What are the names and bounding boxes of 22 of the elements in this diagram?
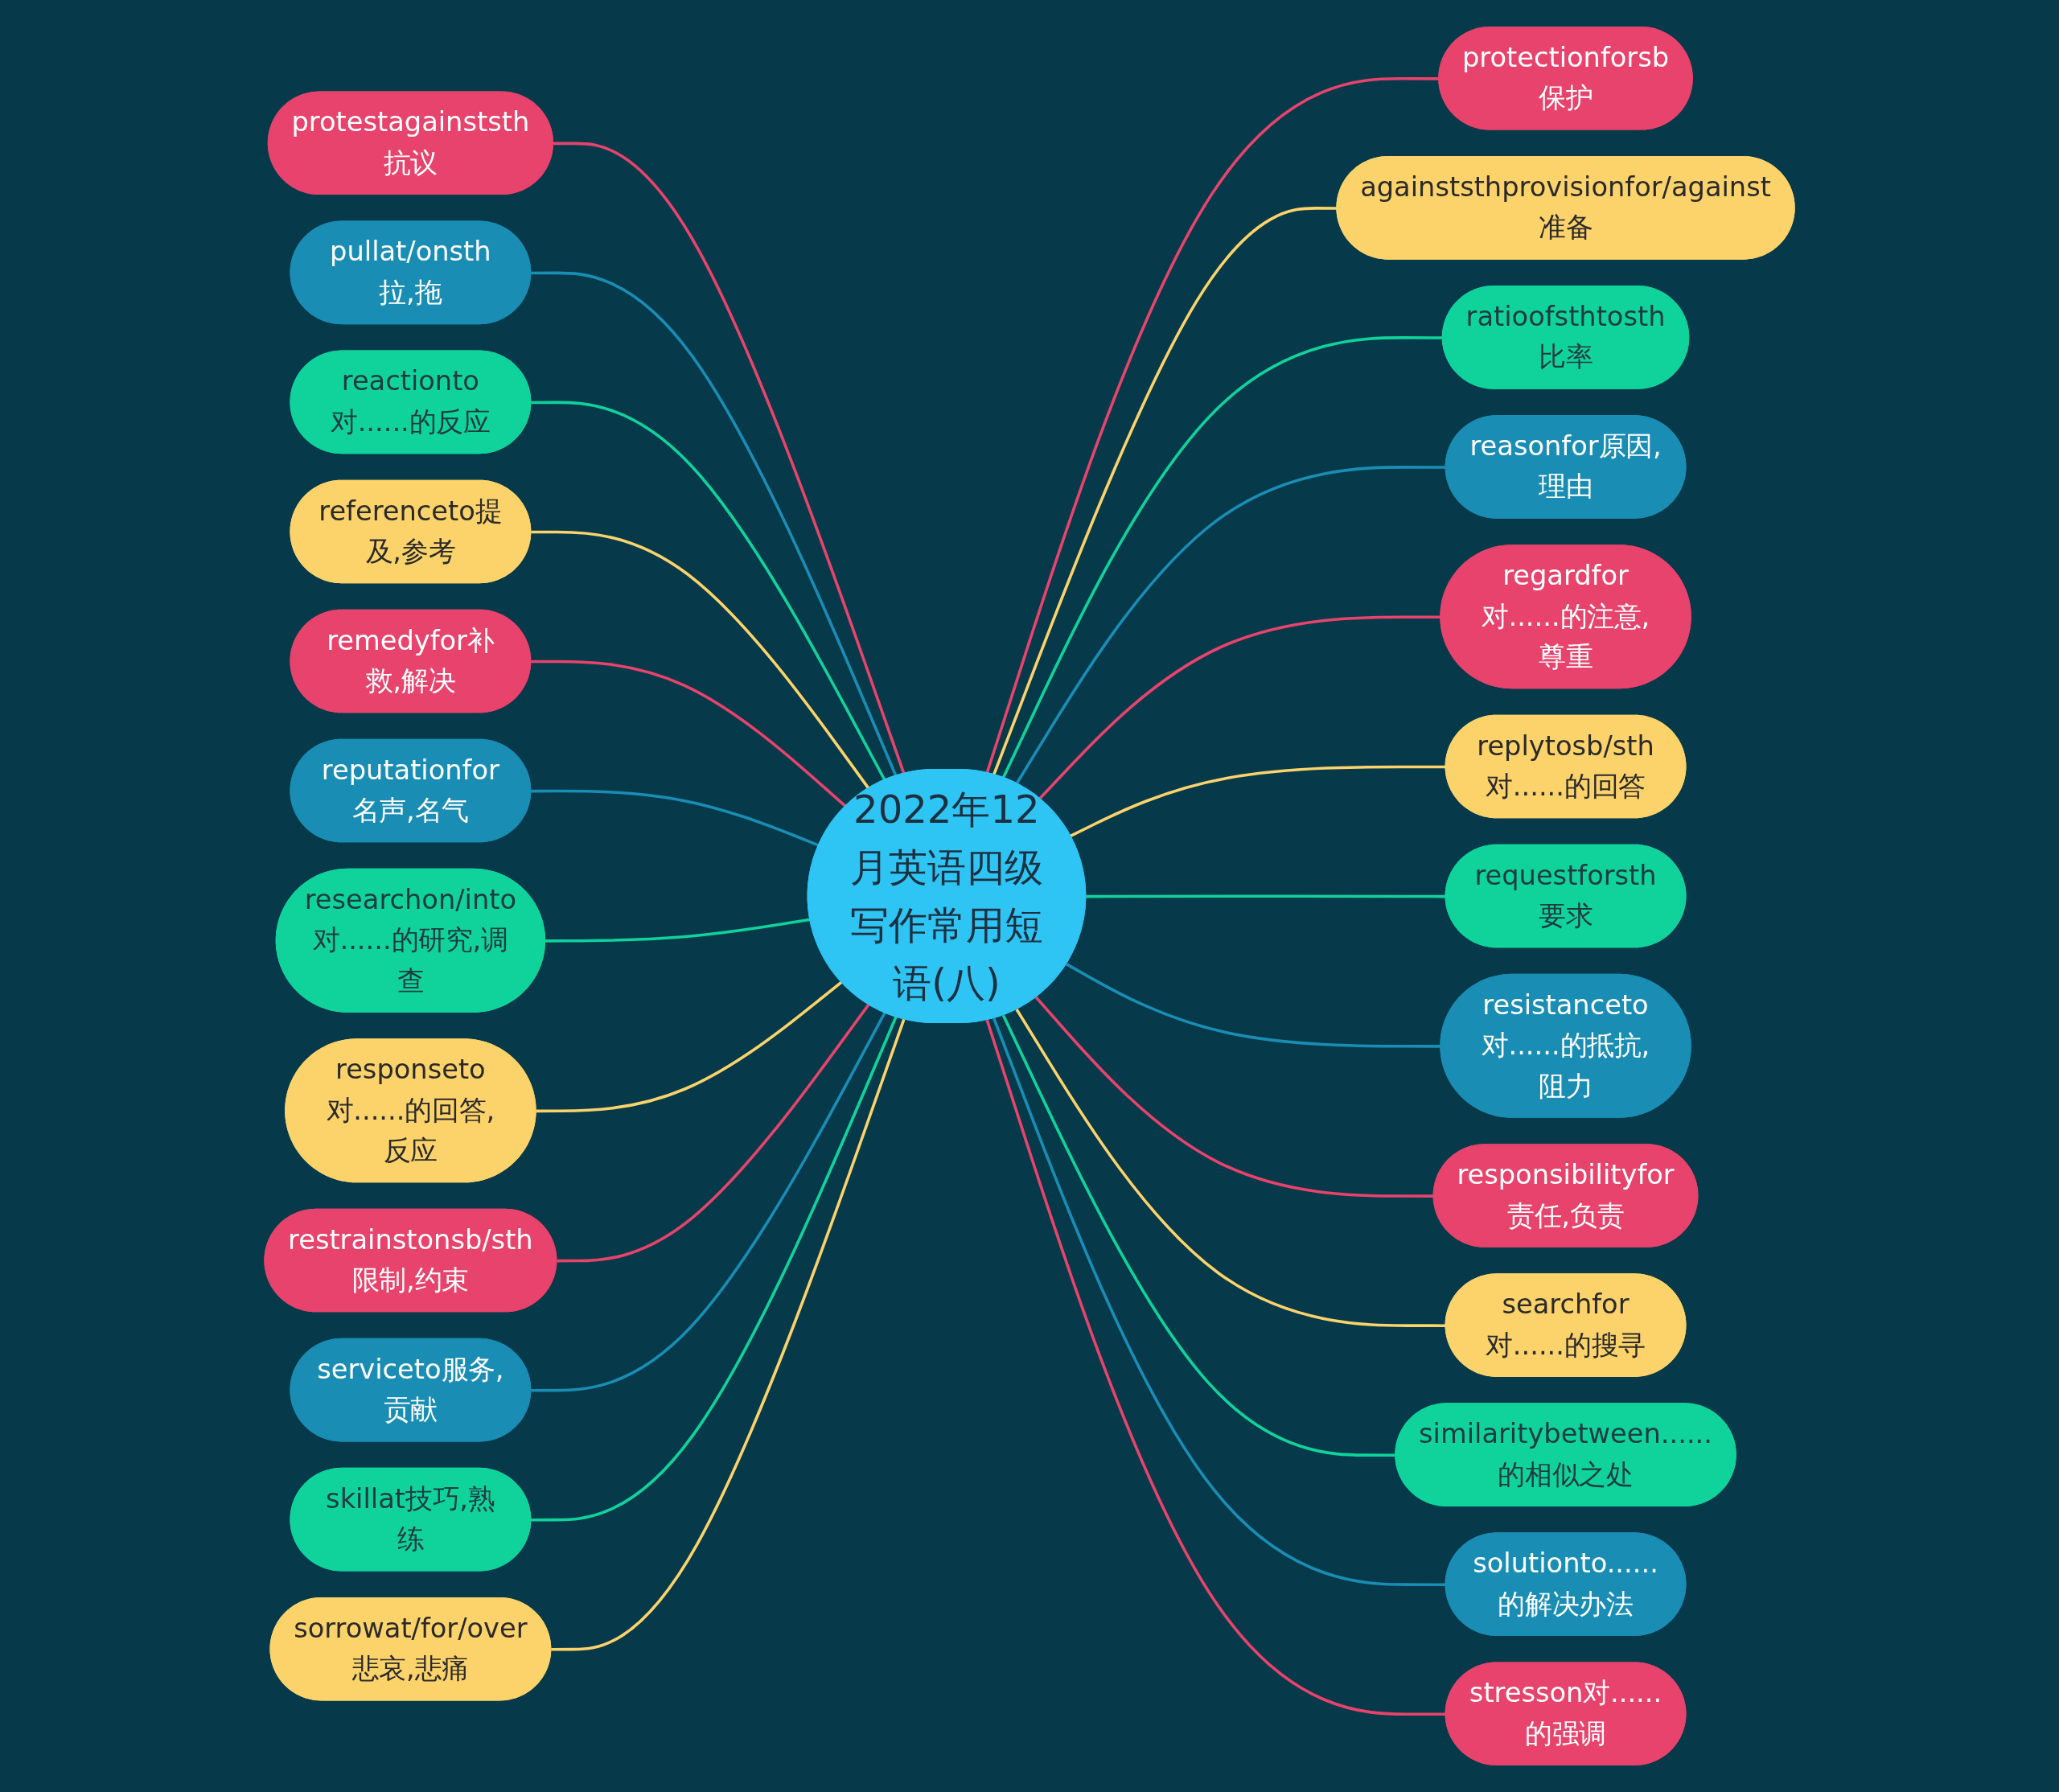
connector — [553, 142, 906, 775]
connector — [557, 1003, 870, 1263]
connector — [1034, 996, 1434, 1198]
connector — [531, 1016, 898, 1522]
connector — [531, 789, 820, 847]
connector — [545, 918, 811, 943]
connector — [1015, 1009, 1446, 1327]
connector — [1070, 765, 1446, 838]
connector — [531, 401, 886, 781]
connector — [536, 980, 843, 1113]
connector — [1015, 466, 1446, 785]
connector — [993, 207, 1338, 775]
connector — [551, 1018, 906, 1651]
connector — [531, 271, 898, 777]
connector — [1001, 1014, 1396, 1457]
connector — [993, 1017, 1446, 1587]
connector — [531, 530, 870, 790]
connector — [985, 1019, 1446, 1716]
connector — [985, 77, 1440, 774]
connector — [531, 660, 847, 808]
connector — [1086, 894, 1446, 898]
connector — [531, 1012, 886, 1392]
